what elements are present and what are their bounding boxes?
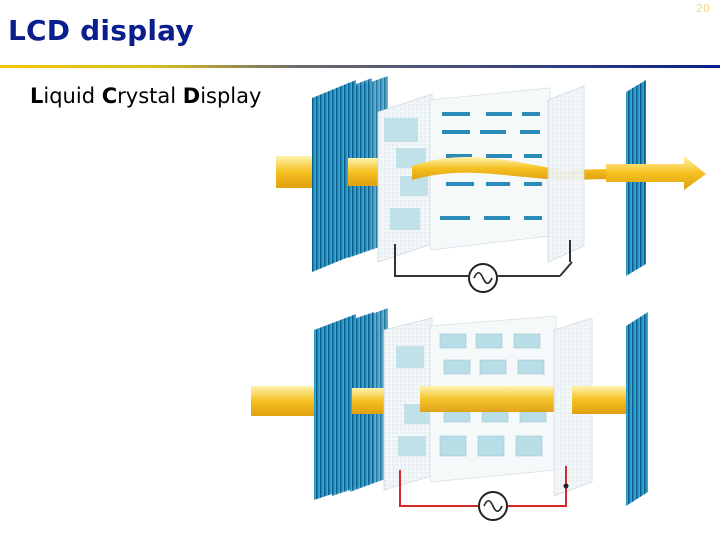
bottom-exit-beam [572,386,628,414]
top-circuit [394,240,573,293]
bottom-incoming-beam [251,386,315,416]
subtitle-initial-2: C [101,84,118,108]
subtitle-initial-3: D [182,84,201,108]
bottom-front-polarizer [626,312,648,506]
bottom-beam-segment [352,388,386,414]
top-incoming-beam [276,156,314,188]
bottom-panel [251,308,648,521]
subtitle: Liquid Crystal Display [30,84,261,108]
subtitle-rest-3: isplay [200,84,262,108]
subtitle-rest-1: iquid [43,84,102,108]
top-beam-segment [348,158,382,186]
bottom-glass-front [383,317,433,491]
top-panel [276,76,706,293]
top-glass-back [547,85,585,263]
bottom-circuit [399,466,569,521]
page-number: 20 [696,2,710,15]
subtitle-initial-1: L [30,84,44,108]
bottom-blocked-beam [420,386,556,412]
page-title: LCD display [8,14,194,47]
title-rule-right [300,65,720,68]
top-twisted-beam [412,157,660,180]
title-rule-left [0,65,300,68]
top-outgoing-arrow [606,156,706,190]
subtitle-rest-2: rystal [117,84,183,108]
top-glass-front [377,93,433,263]
